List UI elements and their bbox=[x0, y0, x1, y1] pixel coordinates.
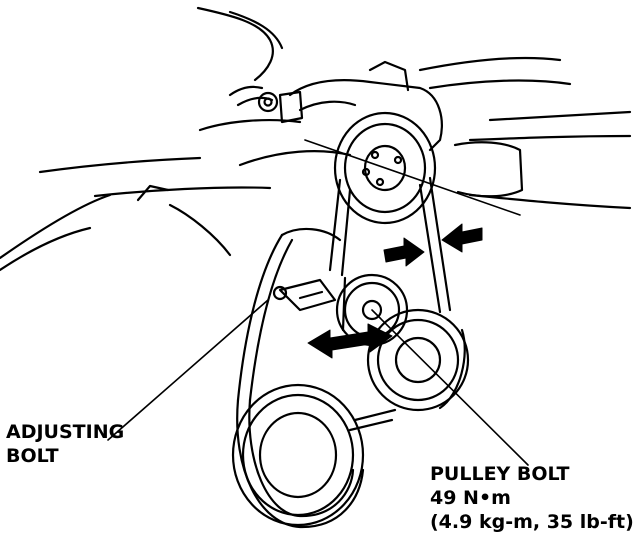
adjusting-bolt-label: ADJUSTING BOLT bbox=[6, 420, 124, 468]
adjust-direction-arrow bbox=[307, 323, 393, 359]
pump-pulley bbox=[333, 111, 437, 225]
pulley-bolt-label: PULLEY BOLT 49 N•m (4.9 kg-m, 35 lb-ft) bbox=[430, 462, 634, 534]
lower-pulley bbox=[366, 308, 470, 412]
power-steering-pump bbox=[257, 60, 524, 198]
adjusting-bracket bbox=[272, 278, 337, 312]
leader-lines bbox=[107, 139, 529, 466]
drive-belts bbox=[236, 176, 466, 529]
pulley-bolt-label-line1: PULLEY BOLT bbox=[430, 463, 570, 485]
pulley-bolt-torque-nm: 49 N•m bbox=[430, 487, 511, 509]
deflection-arrows bbox=[383, 223, 483, 267]
adjusting-bolt-label-line1: ADJUSTING bbox=[6, 421, 125, 443]
engine-background bbox=[0, 6, 632, 272]
pulley-bolt-torque-alt: (4.9 kg-m, 35 lb-ft) bbox=[430, 511, 634, 533]
adjusting-bolt-label-line2: BOLT bbox=[6, 445, 59, 467]
